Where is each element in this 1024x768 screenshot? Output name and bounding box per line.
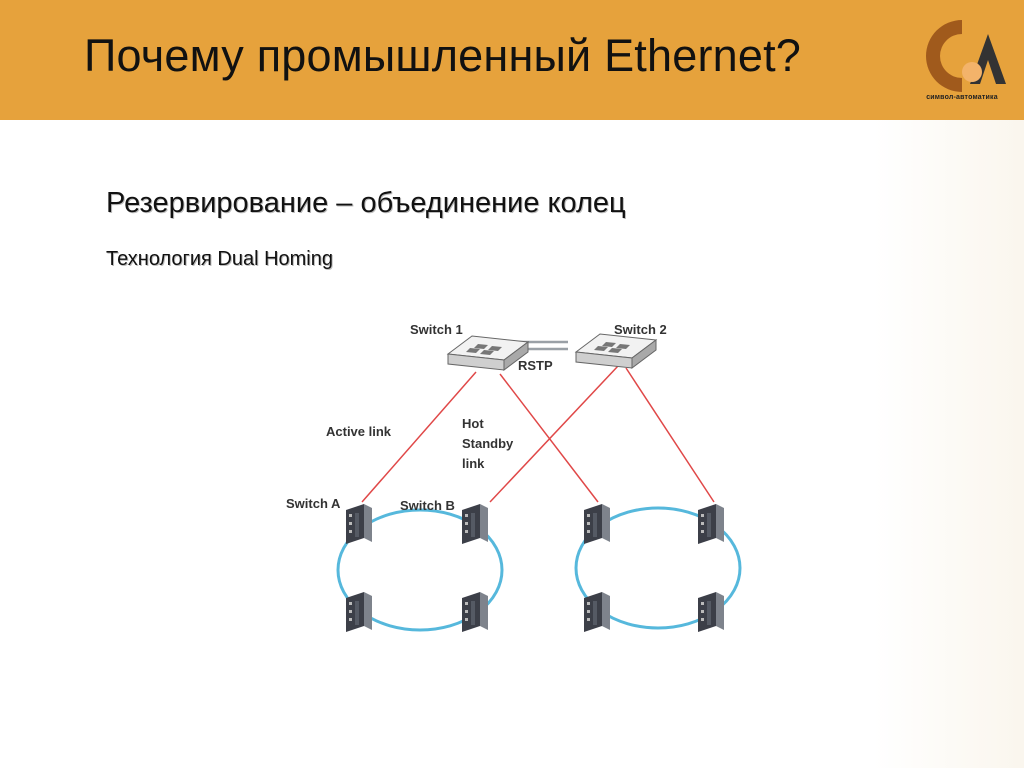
switch-2-icon [575, 333, 657, 369]
ring-right-bottom-right-icon [698, 592, 724, 632]
switch-1-icon [447, 335, 529, 371]
page-title: Почему промышленный Ethernet? [84, 30, 802, 81]
background-decoration [874, 120, 1024, 768]
slide-heading: Резервирование – объединение колец [106, 187, 626, 219]
slide-subheading: Технология Dual Homing [106, 248, 333, 270]
standby-link-line [489, 365, 619, 503]
switch2-to-right-ring-line [625, 367, 715, 503]
switch-a-label: Switch A [286, 496, 341, 511]
switch2-label: Switch 2 [614, 322, 667, 337]
ring-left-bottom-right-icon [462, 592, 488, 632]
switch1-label: Switch 1 [410, 322, 463, 337]
title-bar: Почему промышленный Ethernet? символ-авт… [0, 0, 1024, 120]
company-logo-icon [926, 20, 1006, 92]
rstp-label: RSTP [518, 358, 553, 373]
hot-standby-label-3: link [462, 456, 485, 471]
hot-standby-label-1: Hot [462, 416, 484, 431]
ring-right-top-right-icon [698, 504, 724, 544]
logo-caption: символ-автоматика [926, 94, 998, 101]
ring-right-bottom-left-icon [584, 592, 610, 632]
ring-left [336, 508, 504, 632]
ring-left-bottom-left-icon [346, 592, 372, 632]
active-link-line [361, 371, 477, 503]
hot-standby-label-2: Standby [462, 436, 514, 451]
switch1-to-right-ring-line [499, 373, 599, 503]
switch-b-label: Switch B [400, 498, 455, 513]
active-link-label: Active link [326, 424, 392, 439]
ring-right [574, 506, 742, 630]
switch-b-icon [462, 504, 488, 544]
switch-a-icon [346, 504, 372, 544]
dual-homing-diagram: Switch 1 Switch 2 RSTP Active link Hot S… [286, 322, 742, 632]
ring-right-top-left-icon [584, 504, 610, 544]
